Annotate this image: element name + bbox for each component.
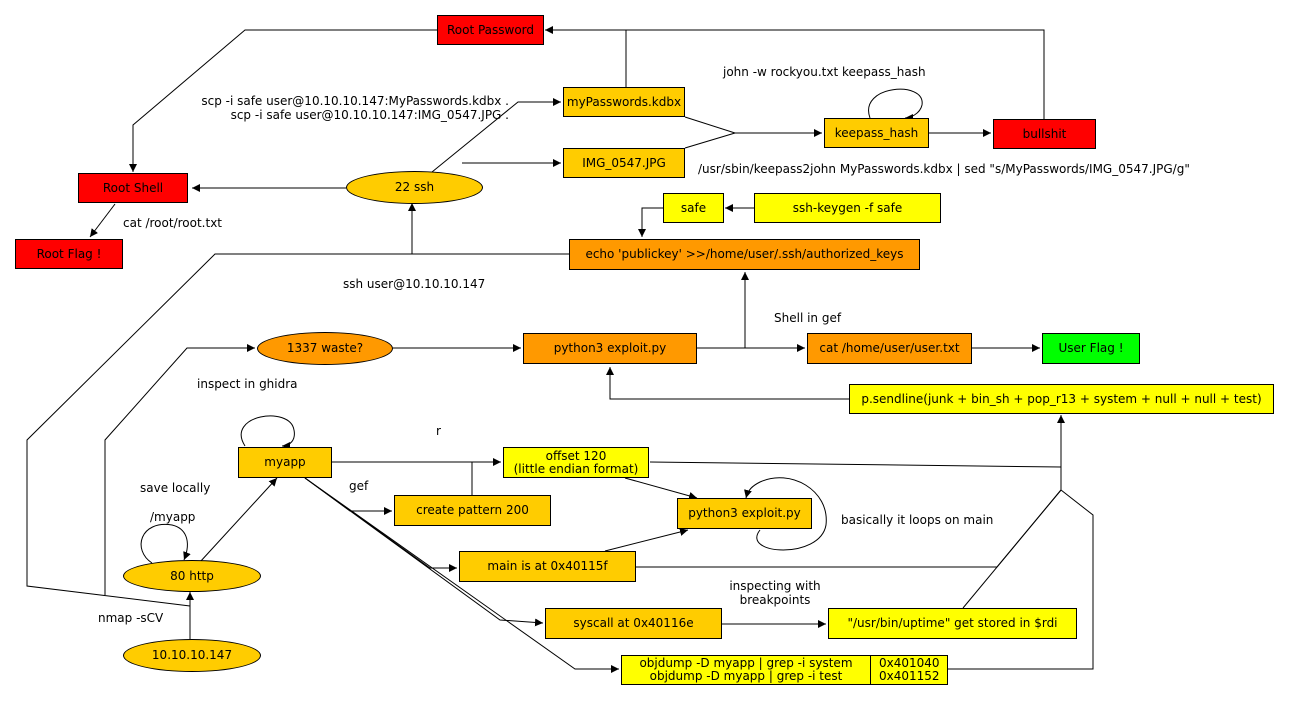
edge-img-merge (684, 132, 736, 149)
edge-safe-echo (638, 207, 663, 237)
syscall-node: syscall at 0x40116e (545, 608, 722, 639)
shell-gef-label: Shell in gef (774, 311, 842, 325)
img-node: IMG_0547.JPG (563, 148, 685, 178)
edge-myapp-objdump (304, 477, 619, 673)
uptime-node: "/usr/bin/uptime" get stored in $rdi (828, 608, 1077, 639)
loops-label: basically it loops on main (841, 513, 994, 527)
main-at-node: main is at 0x40115f (459, 551, 636, 582)
root-shell-node: Root Shell (78, 173, 188, 203)
http80-node: 80 http (123, 560, 261, 592)
edge-ssh-mypasswords (431, 98, 561, 173)
ssh-keygen-node: ssh-keygen -f safe (754, 193, 941, 223)
objdump-commands: objdump -D myapp | grep -i system objdum… (622, 656, 871, 684)
echo-publickey-node: echo 'publickey' >>/home/user/.ssh/autho… (569, 239, 920, 270)
objdump-node: objdump -D myapp | grep -i system objdum… (621, 655, 948, 685)
bullshit-node: bullshit (993, 119, 1096, 149)
edge-offset-exploitloop (624, 477, 698, 500)
mypasswords-node: myPasswords.kdbx (563, 87, 685, 117)
pattern-node: create pattern 200 (394, 495, 551, 526)
keepass2john-label: /usr/sbin/keepass2john MyPasswords.kdbx … (698, 162, 1190, 176)
cat-root-label: cat /root/root.txt (123, 216, 222, 230)
gef-label: gef (349, 479, 369, 493)
save-locally-label: save locally (140, 481, 211, 495)
breakpoints-label: inspecting with breakpoints (729, 579, 821, 607)
root-password-node: Root Password (437, 15, 544, 45)
edge-rootshell-rootflag (89, 203, 116, 238)
objdump-addresses: 0x401040 0x401152 (879, 656, 940, 683)
edge-mypasswords-merge (684, 116, 736, 134)
edge-http-self (140, 523, 191, 564)
exploit-loop-node: python3 exploit.py (677, 498, 812, 529)
edge-sendline-exploit (606, 367, 849, 400)
john-label: john -w rockyou.txt keepass_hash (723, 65, 926, 79)
nmap-label: nmap -sCV (98, 611, 164, 625)
edge-rootpw-rootshell (129, 29, 437, 172)
edge-main-exploitloop (604, 528, 689, 552)
exploit-main-node: python3 exploit.py (523, 333, 697, 364)
keepass-hash-node: keepass_hash (824, 118, 929, 148)
edge-echo-ssh (26, 253, 569, 607)
edge-myapp-syscall (304, 477, 544, 627)
cat-user-node: cat /home/user/user.txt (807, 333, 972, 364)
sendline-node: p.sendline(junk + bin_sh + pop_r13 + sys… (849, 384, 1274, 414)
ghidra-label: inspect in ghidra (197, 377, 298, 391)
edge-http-1337 (104, 344, 255, 595)
ssh-user-label: ssh user@10.10.10.147 (343, 277, 486, 291)
waste1337-node: 1337 waste? (257, 332, 393, 365)
r-label: r (436, 424, 441, 438)
edge-keepass-self (868, 88, 923, 122)
root-flag-node: Root Flag ! (15, 239, 123, 269)
edge-http-myapp (199, 477, 278, 563)
edge-objdump-merge (948, 489, 1094, 670)
offset-node: offset 120 (little endian format) (503, 447, 649, 478)
safe-node: safe (663, 193, 724, 223)
edge-mypasswords-rootpw (545, 26, 627, 87)
edge-bullshit-rootpw (626, 29, 1045, 119)
myapp-node: myapp (238, 447, 332, 478)
edge-uptime-merge (962, 489, 1062, 609)
ssh22-node: 22 ssh (346, 171, 483, 204)
ip-node: 10.10.10.147 (123, 639, 261, 672)
myapp-path-label: /myapp (150, 510, 196, 524)
edge-exploitloop-self (744, 477, 827, 551)
edge-myapp-self (240, 415, 295, 450)
edge-offset-merge (649, 461, 1062, 468)
scp-label: scp -i safe user@10.10.10.147:MyPassword… (201, 94, 509, 122)
user-flag-node: User Flag ! (1042, 333, 1140, 364)
